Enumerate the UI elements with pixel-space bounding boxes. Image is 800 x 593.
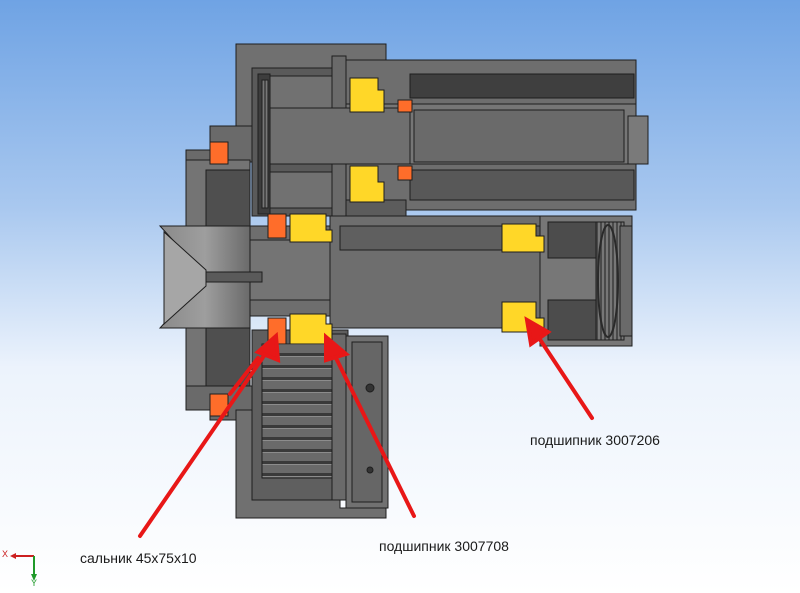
arrow-bearing-3007206 xyxy=(533,330,594,420)
bearing-upper-top xyxy=(349,77,385,113)
bearing-3007206-top xyxy=(501,223,545,253)
bearings xyxy=(289,77,545,345)
seal-main-top xyxy=(267,213,287,239)
arrow-bearing-3007708 xyxy=(331,350,416,518)
seals xyxy=(209,99,413,417)
callout-arrows xyxy=(138,316,594,538)
label-bearing-3007708: подшипник 3007708 xyxy=(379,538,509,554)
bearing-3007708-bottom xyxy=(289,313,333,345)
seal-upper-shaft xyxy=(397,99,413,113)
axis-triad xyxy=(10,553,37,581)
arrow-seal-to-seal xyxy=(138,348,270,538)
axis-x-label: X xyxy=(2,549,9,559)
seal-upper-flange xyxy=(209,141,229,165)
upper-shaft-assembly xyxy=(269,59,649,217)
input-cone xyxy=(158,225,263,329)
label-oil-seal: сальник 45x75x10 xyxy=(80,550,197,566)
label-bearing-3007206: подшипник 3007206 xyxy=(530,432,660,448)
axis-y-label: Y xyxy=(31,578,38,588)
arrow-seal-second xyxy=(228,356,260,396)
bearing-3007708-top xyxy=(289,213,333,243)
bearing-upper-bottom xyxy=(349,165,385,203)
seal-upper-shaft-2 xyxy=(397,165,413,181)
